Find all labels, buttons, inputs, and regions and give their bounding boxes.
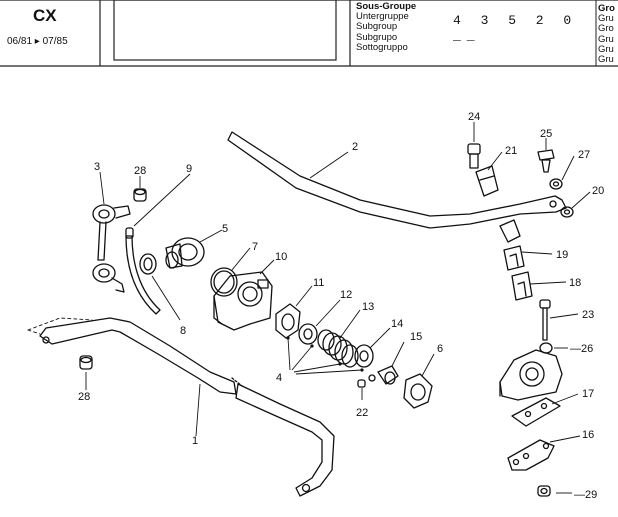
nut-28-lower xyxy=(79,355,93,370)
callout-6: 6 xyxy=(437,343,443,355)
callout-20: 20 xyxy=(592,185,604,197)
bolt-24 xyxy=(467,143,481,169)
group-label: Gru xyxy=(598,33,614,45)
callout-4: 4 xyxy=(276,372,282,384)
callout-5: 5 xyxy=(222,223,228,235)
subgroup-label: Sottogruppo xyxy=(356,41,408,53)
lower-stabilizer-bar xyxy=(39,317,335,497)
bellows-13 xyxy=(317,329,359,368)
callout-22: 22 xyxy=(356,407,368,419)
tab-16 xyxy=(507,439,555,471)
subgroup-label: Sous-Groupe xyxy=(356,1,417,12)
subgroup-label-block: Sous-Groupe Untergruppe Subgroup Subgrup… xyxy=(356,1,417,53)
callout-2: 2 xyxy=(352,141,358,153)
bearing-block-right xyxy=(499,349,563,401)
group-label: Gro xyxy=(598,23,614,35)
dashed-guide xyxy=(27,317,93,331)
callout-11: 11 xyxy=(313,277,324,289)
callout-28-top: 28 xyxy=(134,165,146,177)
grommet-8 xyxy=(139,253,157,275)
callout-24: 24 xyxy=(468,111,480,123)
group-label: Gru xyxy=(598,54,614,66)
bearing-block-10 xyxy=(213,271,273,331)
subgroup-label: Subgrupo xyxy=(356,31,398,43)
callout-23: 23 xyxy=(582,309,594,321)
callout-9: 9 xyxy=(186,163,192,175)
callout-7: 7 xyxy=(252,241,258,253)
leader-lines xyxy=(85,122,591,494)
clip-19 xyxy=(499,219,525,271)
callout-26: —26 xyxy=(570,343,593,355)
hose-9 xyxy=(125,227,161,315)
washer-12 xyxy=(298,323,318,345)
date-range: 06/81 ▸ 07/85 xyxy=(7,36,68,47)
bolt-25 xyxy=(537,149,555,173)
callout-12: 12 xyxy=(340,289,352,301)
subgroup-label: Subgroup xyxy=(356,21,398,33)
group-label: Gro xyxy=(598,3,615,14)
callout-10: 10 xyxy=(275,251,287,263)
callout-15: 15 xyxy=(410,331,422,343)
plate-17 xyxy=(511,397,561,427)
callout-8: 8 xyxy=(180,325,186,337)
callout-18: 18 xyxy=(569,277,581,289)
clip-18 xyxy=(511,271,533,301)
clip-15 xyxy=(368,365,399,385)
nut-22 xyxy=(357,379,366,388)
vehicle-model: CX xyxy=(33,6,57,25)
callout-27: 27 xyxy=(578,149,590,161)
nut-29 xyxy=(537,485,551,497)
header-frame xyxy=(0,0,618,67)
callout-14: 14 xyxy=(391,318,403,330)
nut-28-top xyxy=(133,188,147,202)
link-rod xyxy=(92,204,131,293)
callout-29: —29 xyxy=(574,489,597,501)
group-label-block: Gro Gru Gro Gru Gru Gru xyxy=(598,3,615,66)
split-bush-11 xyxy=(275,303,301,339)
group-label: Gru xyxy=(598,13,614,25)
bush-5 xyxy=(165,237,205,269)
bush-6 xyxy=(403,373,433,409)
flange-14 xyxy=(354,344,374,368)
upper-stabilizer-bar xyxy=(227,131,567,229)
callout-17: 17 xyxy=(582,388,594,400)
bracket-21 xyxy=(475,165,499,197)
callout-25: 25 xyxy=(540,128,552,140)
callout-16: 16 xyxy=(582,429,594,441)
group-label: Gru xyxy=(598,43,614,55)
callout-28-lower: 28 xyxy=(78,391,90,403)
callout-21: 21 xyxy=(505,145,517,157)
bolt-23 xyxy=(539,299,551,341)
group-code: 4 3 5 2 0 __ xyxy=(453,13,578,43)
ring-7 xyxy=(210,267,238,297)
callout-1: 1 xyxy=(192,435,198,447)
leader-arrowheads xyxy=(286,336,364,372)
callout-19: 19 xyxy=(556,249,568,261)
washer-27 xyxy=(549,178,563,190)
nut-20 xyxy=(560,206,574,218)
callout-3: 3 xyxy=(94,161,100,173)
dashed-guide xyxy=(27,329,41,335)
callout-13: 13 xyxy=(362,301,374,313)
subgroup-label: Untergruppe xyxy=(356,11,409,23)
